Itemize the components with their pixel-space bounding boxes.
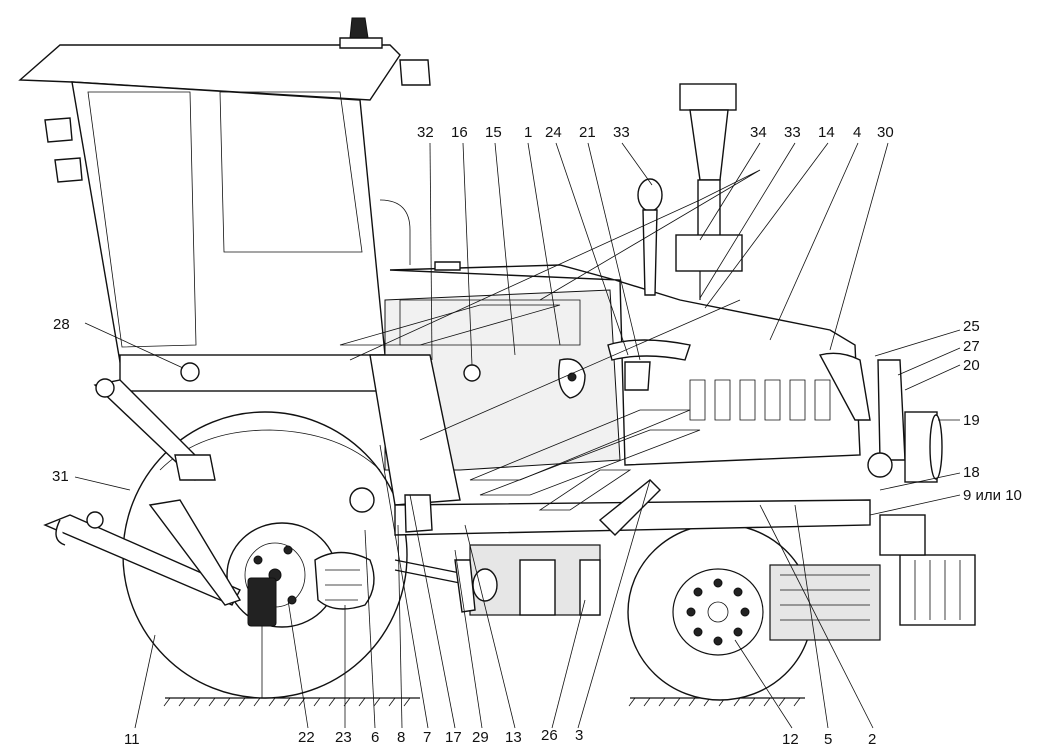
- callout-18: 18: [963, 464, 980, 481]
- callout-4: 4: [853, 124, 861, 141]
- callout-3: 3: [575, 727, 583, 744]
- callout-22: 22: [298, 729, 315, 746]
- callout-31: 31: [52, 468, 69, 485]
- callout-33-a: 33: [613, 124, 630, 141]
- callout-30: 30: [877, 124, 894, 141]
- callout-17: 17: [445, 729, 462, 746]
- platform-frame: [119, 354, 393, 392]
- callout-29: 29: [472, 729, 489, 746]
- callout-15: 15: [485, 124, 502, 141]
- callout-8: 8: [397, 729, 405, 746]
- callout-23: 23: [335, 729, 352, 746]
- callout-27: 27: [963, 338, 980, 355]
- callout-14: 14: [818, 124, 835, 141]
- callout-19: 19: [963, 412, 980, 429]
- callout-21: 21: [579, 124, 596, 141]
- callout-33-b: 33: [784, 124, 801, 141]
- callout-34: 34: [750, 124, 767, 141]
- hood-outline-overlay: [339, 169, 761, 511]
- callout-26: 26: [541, 727, 558, 744]
- leader-lines: [74, 142, 961, 729]
- radiator-grille: [689, 379, 831, 421]
- callout-16: 16: [451, 124, 468, 141]
- callout-11: 11: [124, 731, 140, 748]
- air-intake: [607, 339, 691, 391]
- callout-28: 28: [53, 316, 70, 333]
- engine-hood: [369, 261, 861, 506]
- callout-6: 6: [371, 729, 379, 746]
- callout-12: 12: [782, 731, 799, 748]
- front-frame: [818, 352, 943, 483]
- cab: [18, 17, 431, 363]
- callout-25: 25: [963, 318, 980, 335]
- callout-labels: 32 16 15 1 24 21 33 34 33 14 4 30 28 25 …: [52, 124, 1022, 748]
- callout-2: 2: [868, 731, 876, 748]
- drive-shaft: [349, 487, 498, 613]
- callout-24: 24: [545, 124, 562, 141]
- front-weights: [769, 514, 976, 641]
- chassis: [394, 479, 871, 616]
- callout-7: 7: [423, 729, 431, 746]
- callout-1: 1: [524, 124, 532, 141]
- callout-13: 13: [505, 729, 522, 746]
- callout-9-or-10: 9 или 10: [963, 487, 1022, 504]
- rear-hitch: [43, 378, 375, 698]
- callout-5: 5: [824, 731, 832, 748]
- callout-32: 32: [417, 124, 434, 141]
- ground-left: [163, 697, 420, 707]
- exhaust-stack: [637, 83, 743, 300]
- callout-20: 20: [963, 357, 980, 374]
